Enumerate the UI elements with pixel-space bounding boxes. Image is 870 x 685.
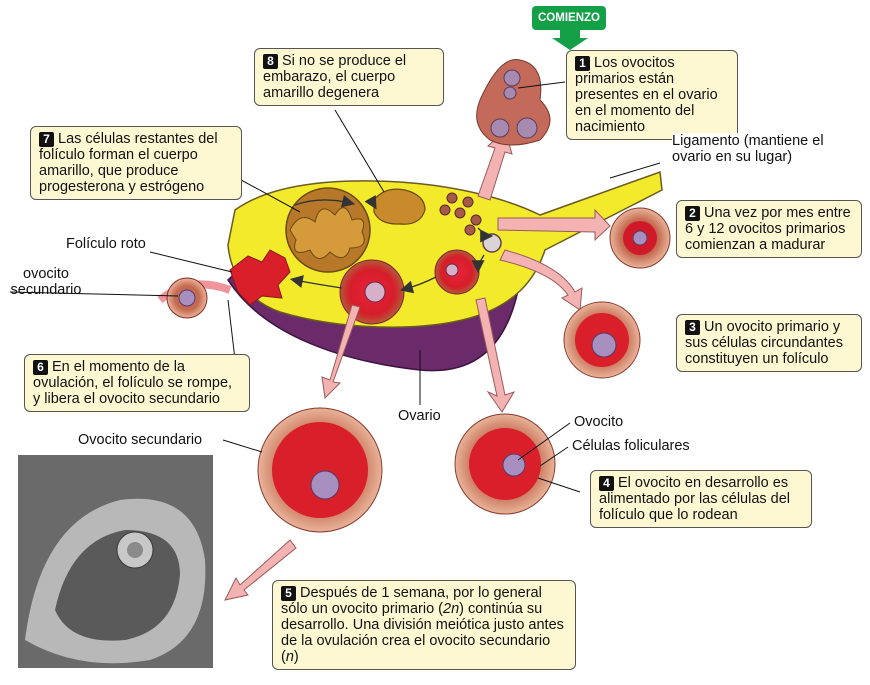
follicle-step4 [454, 413, 556, 515]
start-arrow [552, 30, 588, 50]
primordial-follicles [439, 192, 482, 236]
growing-follicle-small [482, 233, 502, 253]
follicle-step2 [609, 207, 671, 269]
step-text: Los ovocitos primarios están presentes e… [575, 55, 718, 135]
start-badge: COMIENZO [532, 6, 606, 30]
label-ovocito-secundario-photo: Ovocito secundario [78, 432, 203, 448]
external-arrows [224, 129, 611, 601]
label-ovario: Ovario [398, 408, 441, 424]
step-text: Si no se produce el embarazo, el cuerpo … [263, 53, 407, 101]
label-foliculo-roto: Folículo roto [66, 236, 146, 252]
step-number: 7 [39, 132, 54, 147]
follicle-step3 [563, 301, 641, 379]
step-number: 1 [575, 56, 590, 71]
step-text: Después de 1 semana, por lo general sólo… [281, 585, 564, 665]
degenerating-corpus [373, 188, 426, 225]
step-text: En el momento de la ovulación, el folícu… [33, 359, 233, 407]
step-text: El ovocito en desarrollo es alimentado p… [599, 475, 791, 523]
label-celulas-foliculares: Células foliculares [572, 438, 690, 454]
step-text: Las células restantes del folículo forma… [39, 131, 218, 195]
step-number: 2 [685, 206, 700, 221]
follicle-step5 [257, 407, 383, 533]
primary-oocyte-cluster [476, 59, 551, 146]
step-text: Un ovocito primario y sus células circun… [685, 319, 843, 367]
step-number: 5 [281, 586, 296, 601]
step-number: 4 [599, 476, 614, 491]
step-number: 8 [263, 54, 278, 69]
label-ovocito-secundario-left: ovocito secundario [10, 266, 82, 298]
ruptured-follicle [229, 249, 291, 306]
step-text: Una vez por mes entre 6 y 12 ovocitos pr… [685, 205, 851, 253]
label-ovocito: Ovocito [574, 414, 624, 430]
label-ligamento: Ligamento (mantiene el ovario en su luga… [672, 133, 850, 165]
step-number: 3 [685, 320, 700, 335]
step-number: 6 [33, 360, 48, 375]
corpus-luteum [285, 187, 371, 273]
micrograph-photo [18, 455, 213, 668]
cycle-arrows [289, 194, 494, 294]
